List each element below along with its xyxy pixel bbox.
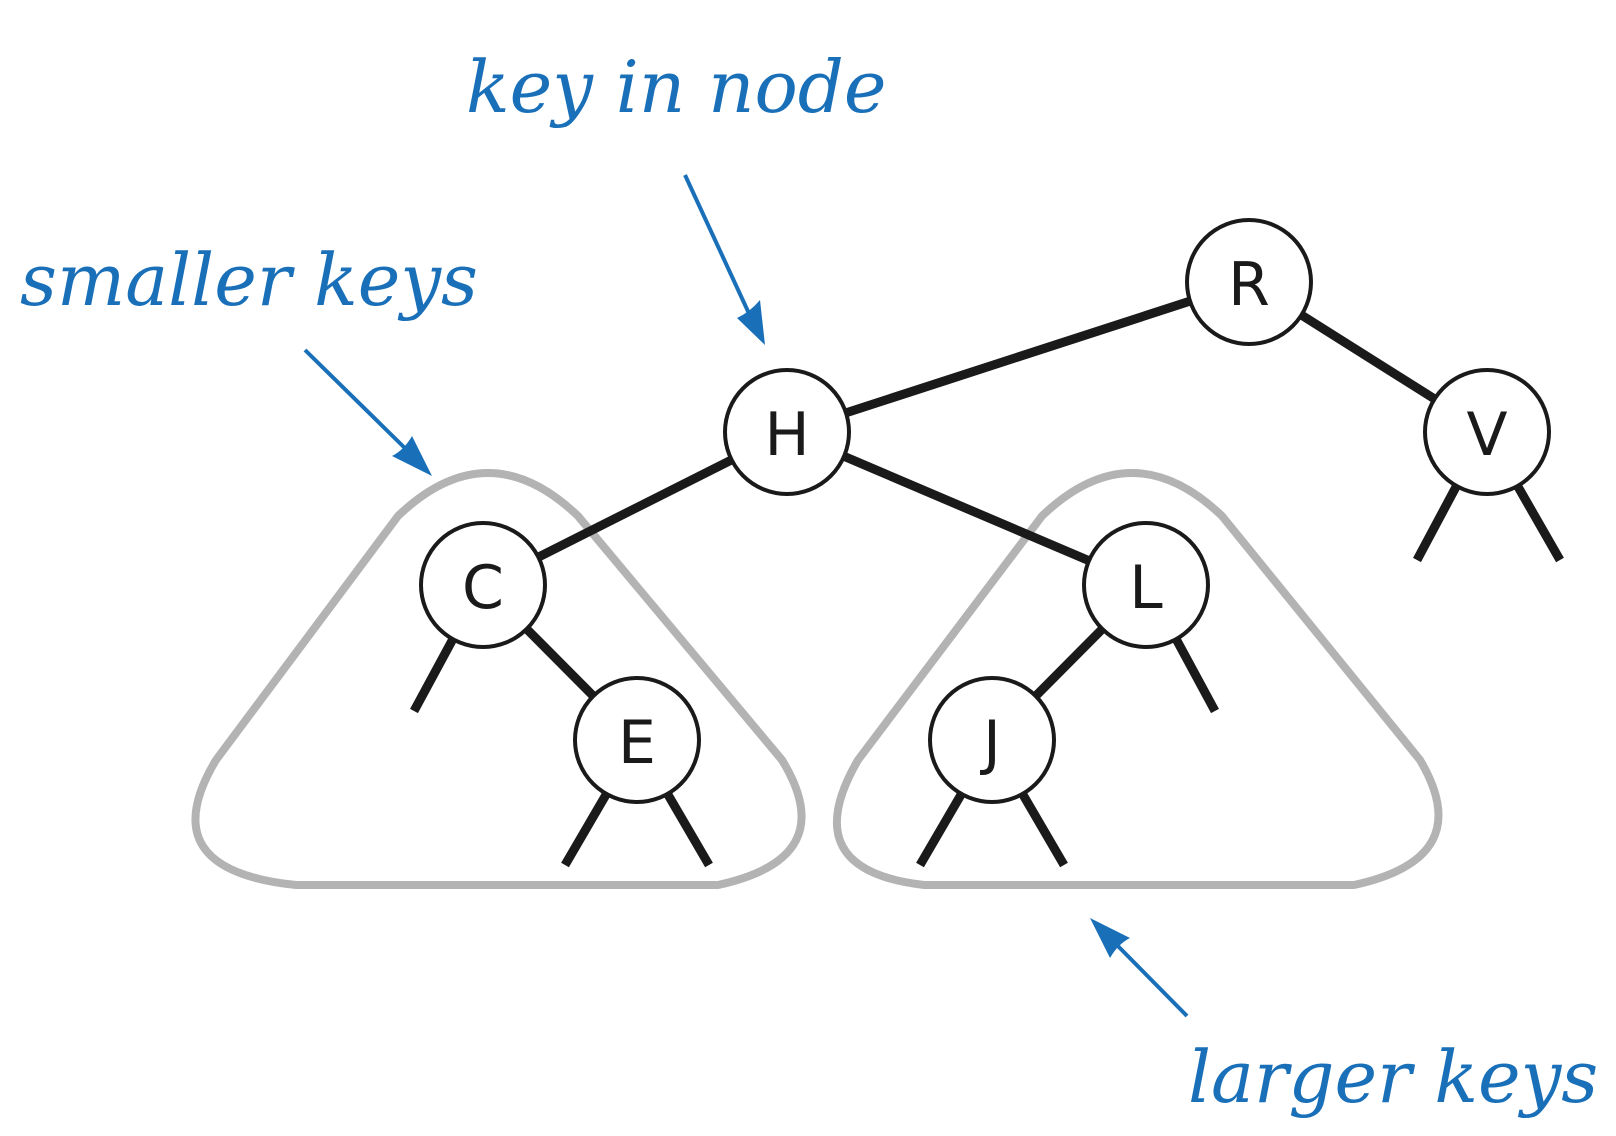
- node-r: R: [1185, 218, 1313, 346]
- stub-v-right: [1513, 482, 1564, 563]
- node-r-label: R: [1228, 250, 1270, 320]
- node-l-label: L: [1129, 553, 1163, 623]
- larger-keys-subtree-outline: [832, 469, 1443, 889]
- edge-h-r: [785, 277, 1251, 437]
- edge-h-l: [785, 427, 1148, 590]
- smaller-keys-subtree-outline: [191, 469, 806, 889]
- node-v: V: [1423, 368, 1551, 496]
- stub-e-left: [561, 790, 611, 868]
- stub-c-left: [410, 634, 458, 714]
- node-h: H: [723, 368, 851, 496]
- node-c-label: C: [462, 553, 504, 623]
- larger-keys-arrow: [1090, 918, 1189, 1018]
- stub-e-right: [663, 790, 713, 868]
- larger-keys-label: larger keys: [1188, 1035, 1598, 1119]
- key-in-node-label: key in node: [466, 45, 887, 129]
- node-j: J: [928, 676, 1056, 804]
- node-v-label: V: [1466, 400, 1507, 470]
- smaller-keys-arrow: [303, 348, 432, 476]
- node-c: C: [419, 521, 547, 649]
- key-in-node-arrow: [683, 174, 765, 345]
- smaller-keys-label: smaller keys: [20, 238, 478, 322]
- node-e-label: E: [618, 708, 656, 778]
- stub-l-right: [1171, 634, 1219, 714]
- stub-v-left: [1413, 482, 1461, 563]
- stub-j-left: [916, 790, 966, 868]
- node-l: L: [1082, 521, 1210, 649]
- node-h-label: H: [764, 400, 809, 470]
- stub-j-right: [1018, 790, 1068, 868]
- node-j-label: J: [979, 708, 1001, 778]
- node-e: E: [573, 676, 701, 804]
